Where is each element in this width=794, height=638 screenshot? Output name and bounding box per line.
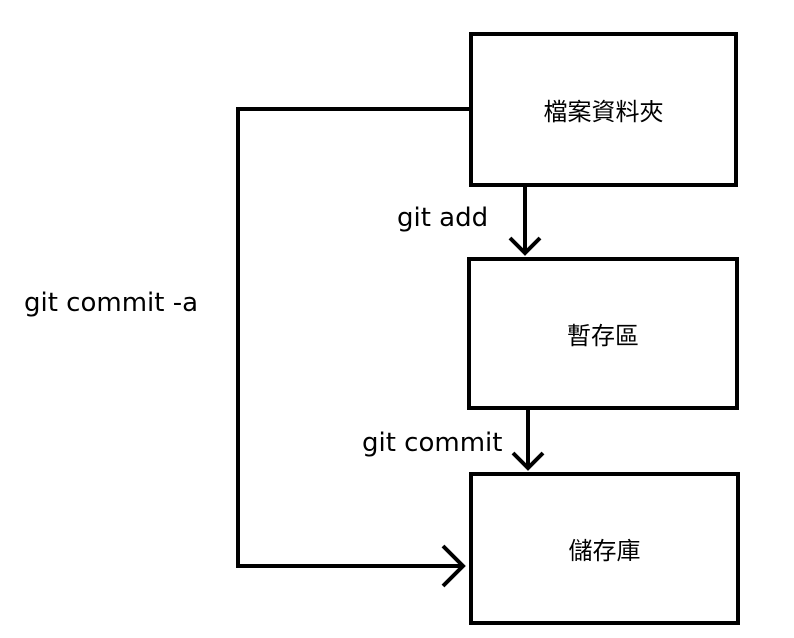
repository-node: 儲存庫 (469, 472, 740, 625)
repository-node-label: 儲存庫 (568, 537, 641, 565)
staging-node: 暫存區 (467, 257, 739, 410)
git-add-arrowhead (508, 236, 542, 256)
git-commit-label: git commit (362, 428, 503, 458)
folder-node: 檔案資料夾 (469, 32, 738, 187)
git-add-label: git add (397, 203, 489, 233)
folder-node-label: 檔案資料夾 (543, 98, 664, 126)
git-commit-arrowhead (511, 451, 545, 471)
git-commit-a-path (236, 107, 469, 568)
staging-node-label: 暫存區 (567, 322, 639, 350)
git-commit-a-label: git commit -a (24, 288, 199, 318)
git-commit-a-arrowhead (441, 544, 466, 588)
